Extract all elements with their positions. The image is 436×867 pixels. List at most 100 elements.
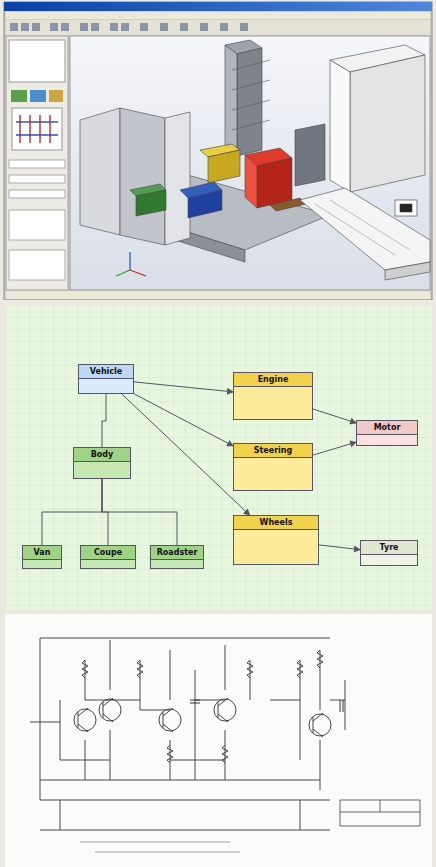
wires [30,700,60,760]
wires [225,645,300,780]
uml-connector [42,479,102,545]
class-name: Coupe [81,546,135,560]
toolbar-icons [160,23,168,31]
class-name: Van [23,546,61,560]
toolbar-icons [180,23,188,31]
uml-connector [313,442,356,455]
side-panel [49,90,63,102]
transistor-symbols [313,713,323,737]
wires [40,800,330,830]
transistor-symbols [218,698,228,722]
resistor-symbols [247,660,253,678]
side-panel [9,250,65,280]
transistor-symbols [163,708,173,732]
toolbar-icons [110,23,118,31]
resistor-symbols [222,745,228,763]
machine-model [188,190,222,218]
toolbar-icons [80,23,88,31]
class-name: Body [74,448,130,462]
window-frame [4,2,432,300]
window-frame [4,2,432,11]
transistor-symbols [99,699,121,721]
machine-model [225,45,237,156]
axis-triad [129,252,130,270]
wires [140,650,195,780]
resistor-symbols [317,650,323,668]
toolbar-icons [10,23,18,31]
attribute-compartment [234,530,318,564]
toolbar-icons [91,23,99,31]
window-frame [6,20,430,35]
side-panel [9,175,65,183]
uml-connector [313,409,356,423]
class-box: Motor [356,420,418,446]
machine-model [245,155,257,208]
machine-model [395,200,417,216]
toolbar-icons [21,23,29,31]
class-name: Tyre [361,541,417,555]
side-panel [6,36,68,290]
class-box: Steering [233,443,313,491]
side-panel [16,122,58,135]
class-box: Vehicle [78,364,134,394]
side-panel [6,36,68,290]
class-name: Roadster [151,546,203,560]
class-box: Wheels [233,515,319,565]
wires [60,700,225,760]
toolbar-icons [50,23,58,31]
machine-model [385,262,430,280]
toolbar-icons [32,23,40,31]
side-panel [30,90,46,102]
grid-lines [5,305,432,610]
machine-model [295,124,325,186]
toolbar-icons [10,23,248,31]
attribute-compartment [234,458,312,490]
wires [40,638,330,800]
class-box: Roadster [150,545,204,569]
machine-model [80,40,430,280]
toolbar-icons [240,23,248,31]
resistor-symbols [137,660,143,678]
handwritten-note [80,842,240,852]
transistor-symbols [214,699,236,721]
attribute-compartment [23,560,61,568]
capacitor-symbols [190,700,200,703]
transistor-symbols [74,709,96,731]
uml-connector [122,394,250,515]
machine-model [208,150,240,183]
title-block [340,800,420,826]
machine-model [165,112,190,245]
window-frame [4,2,432,300]
machine-model [350,55,425,192]
status-bar [6,291,430,299]
title-block [340,800,420,826]
attribute-compartment [361,555,417,565]
class-box: Van [22,545,62,569]
attribute-compartment [74,462,130,478]
attribute-compartment [151,560,203,568]
transistor-symbols [103,698,113,722]
attribute-compartment [357,435,417,445]
machine-model [120,108,165,245]
paper [5,614,432,867]
class-box: Tyre [360,540,418,566]
title-block [340,800,420,812]
transistor-symbols [159,709,181,731]
attribute-compartment [234,387,312,419]
axis-triad [130,270,146,276]
transistor-symbols [78,708,88,732]
toolbar-icons [61,23,69,31]
machine-model [80,108,120,235]
attribute-compartment [79,379,133,393]
side-panel [9,190,65,198]
class-box: Coupe [80,545,136,569]
grid-background [5,305,432,610]
attribute-compartment [81,560,135,568]
class-name: Wheels [234,516,318,530]
side-panel [11,90,27,102]
wires [320,650,345,790]
transistor-symbols [74,698,331,737]
side-panel [9,40,65,82]
uml-connector [319,545,360,550]
